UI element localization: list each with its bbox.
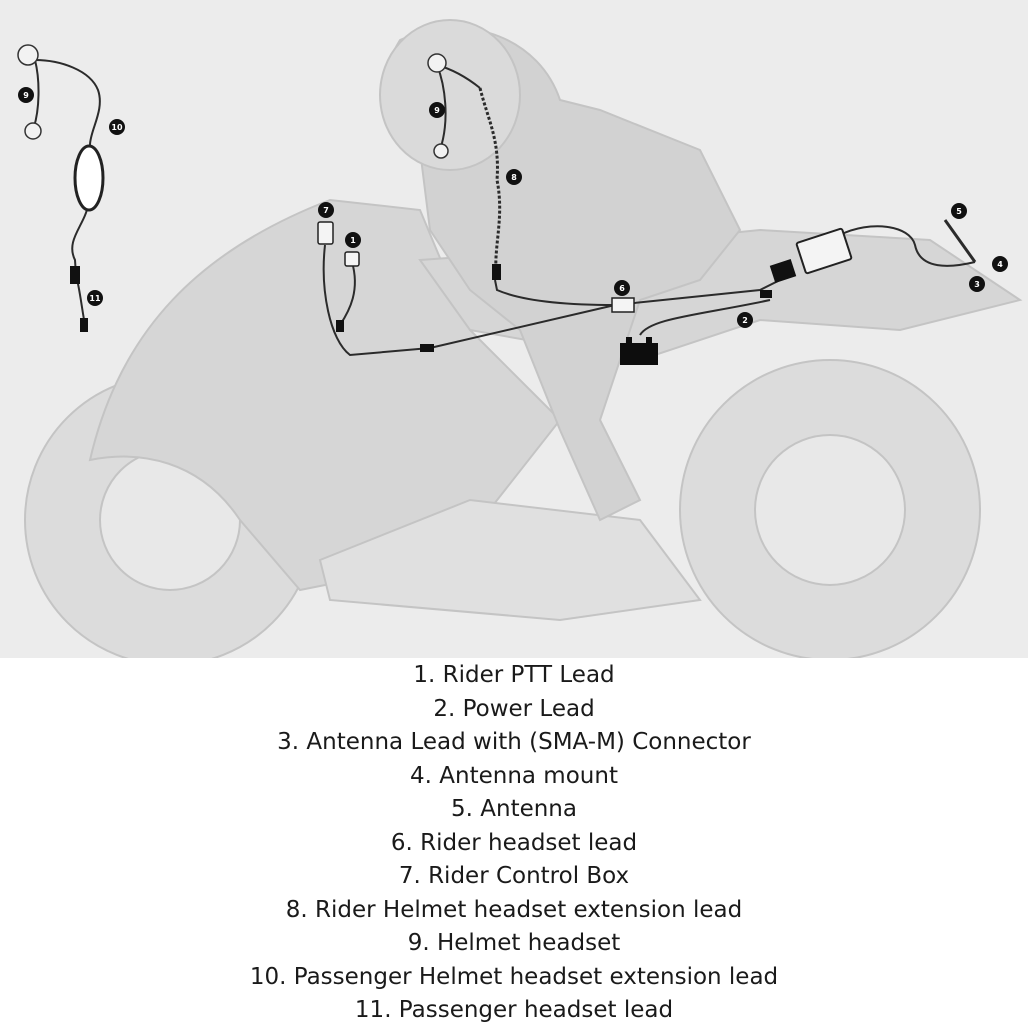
legend-item-9: 9. Helmet headset bbox=[407, 930, 621, 956]
callout-10: 10 bbox=[109, 119, 125, 135]
rider-extension-connector bbox=[492, 264, 501, 280]
wiring bbox=[32, 59, 977, 357]
svg-text:9: 9 bbox=[23, 91, 29, 100]
legend-item-6: 6. Rider headset lead bbox=[390, 830, 638, 856]
antenna-rod bbox=[943, 219, 977, 263]
callout-2: 2 bbox=[737, 312, 753, 328]
callout-8: 8 bbox=[506, 169, 522, 185]
components bbox=[17, 44, 853, 365]
svg-text:7: 7 bbox=[323, 206, 329, 215]
callout-5: 5 bbox=[951, 203, 967, 219]
callout-6: 6 bbox=[614, 280, 630, 296]
legend-item-5: 5. Antenna bbox=[451, 796, 577, 822]
rider-control-box bbox=[317, 221, 334, 245]
legend-item-11: 11. Passenger headset lead bbox=[354, 997, 674, 1023]
legend-item-10: 10. Passenger Helmet headset extension l… bbox=[249, 964, 779, 990]
belly-pan bbox=[318, 498, 702, 622]
svg-text:10: 10 bbox=[111, 123, 123, 132]
main-unit-plugs bbox=[769, 259, 797, 283]
legend-item-7: 7. Rider Control Box bbox=[398, 863, 630, 889]
antenna-lead-wire bbox=[839, 225, 976, 267]
power-lead-wire bbox=[639, 299, 771, 336]
fairing bbox=[88, 198, 562, 592]
legend-item-2: 2. Power Lead bbox=[433, 696, 595, 722]
svg-text:8: 8 bbox=[511, 173, 517, 182]
inline-connector-a bbox=[420, 344, 434, 352]
passenger-speaker-2 bbox=[24, 122, 42, 140]
callout-9-rider: 9 bbox=[429, 102, 445, 118]
parts-legend: 1. Rider PTT Lead 2. Power Lead 3. Anten… bbox=[0, 658, 1028, 1028]
battery-terminal-right bbox=[646, 337, 652, 343]
svg-text:6: 6 bbox=[619, 284, 625, 293]
legend-item-1: 1. Rider PTT Lead bbox=[413, 662, 615, 688]
callout-7: 7 bbox=[318, 202, 334, 218]
svg-text:11: 11 bbox=[89, 294, 101, 303]
passenger-ptt-inline-controller bbox=[73, 144, 105, 212]
rider-speaker-2 bbox=[433, 143, 449, 159]
svg-text:3: 3 bbox=[974, 280, 980, 289]
callout-badges: 1 2 3 4 5 6 7 8 9 9 10 11 bbox=[18, 87, 1008, 328]
headset-lead-junction bbox=[611, 297, 635, 313]
callout-3: 3 bbox=[969, 276, 985, 292]
battery-terminal-left bbox=[626, 337, 632, 343]
rear-wheel-hub bbox=[754, 434, 906, 586]
passenger-connector bbox=[70, 266, 80, 284]
battery bbox=[620, 343, 658, 365]
callout-4: 4 bbox=[992, 256, 1008, 272]
svg-text:1: 1 bbox=[350, 236, 356, 245]
legend-item-4: 4. Antenna mount bbox=[410, 763, 618, 789]
passenger-headset-wire bbox=[71, 204, 89, 326]
legend-item-3: 3. Antenna Lead with (SMA-M) Connector bbox=[277, 729, 751, 755]
rider-speaker bbox=[427, 53, 447, 73]
svg-text:5: 5 bbox=[956, 207, 962, 216]
rider-ptt-button bbox=[344, 251, 360, 267]
motorcycle-silhouette bbox=[24, 19, 1023, 658]
motorcycle-intercom-diagram: 1 2 3 4 5 6 7 8 9 9 10 11 bbox=[0, 0, 1028, 658]
inline-connector-b bbox=[336, 320, 344, 332]
passenger-plug bbox=[80, 318, 88, 332]
callout-11: 11 bbox=[87, 290, 103, 306]
passenger-extension-wire bbox=[34, 59, 101, 146]
svg-text:2: 2 bbox=[742, 316, 748, 325]
svg-text:9: 9 bbox=[434, 106, 440, 115]
callout-1: 1 bbox=[345, 232, 361, 248]
passenger-speaker bbox=[17, 44, 39, 66]
control-box-wire bbox=[322, 244, 616, 357]
rider-helmet bbox=[379, 19, 521, 171]
inline-connector-c bbox=[760, 290, 772, 298]
callout-9-passenger: 9 bbox=[18, 87, 34, 103]
main-intercom-unit bbox=[795, 227, 853, 275]
svg-text:4: 4 bbox=[997, 260, 1003, 269]
legend-item-8: 8. Rider Helmet headset extension lead bbox=[285, 897, 743, 923]
